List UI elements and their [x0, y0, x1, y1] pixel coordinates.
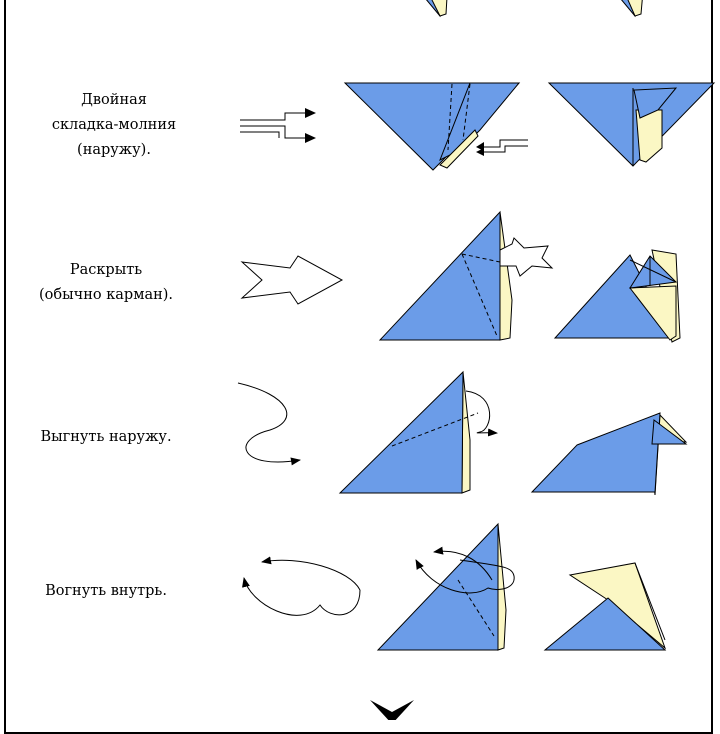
- triangle-open-after: [553, 249, 681, 343]
- small-zigzag-arrow-icon: [476, 139, 528, 156]
- zigzag-arrow-icon: [240, 108, 316, 143]
- triangle-open-before: [378, 210, 554, 341]
- open-hand-arrow-icon: [499, 237, 554, 277]
- top-partial-diagrams: [426, 0, 643, 18]
- triangle-zigzag-after: [547, 82, 716, 167]
- step-label-reverse-out: Выгнуть наружу.: [6, 425, 206, 450]
- step-label-double-zigzag: Двойная складка-молния (наружу).: [14, 88, 214, 163]
- label-line: Выгнуть наружу.: [40, 429, 172, 445]
- outline-arrow-icon: [240, 255, 344, 305]
- shape-reverse-in-after: [543, 562, 667, 651]
- label-line: (обычно карман).: [38, 287, 174, 303]
- loop-arrow-icon: [242, 556, 361, 616]
- triangle-zigzag-before: [343, 82, 528, 171]
- down-arrow-icon: [370, 700, 414, 720]
- curvy-arrow-icon: [237, 382, 301, 466]
- label-line: (наружу).: [77, 142, 151, 158]
- triangle-reverse-in-before: [376, 522, 515, 651]
- label-line: складка-молния: [51, 117, 177, 133]
- label-line: Раскрыть: [69, 262, 143, 278]
- label-line: Двойная: [81, 92, 147, 108]
- label-line: Вогнуть внутрь.: [45, 583, 167, 599]
- step-label-open: Раскрыть (обычно карман).: [6, 258, 206, 308]
- shape-reverse-out-after: [530, 412, 688, 496]
- step-label-reverse-in: Вогнуть внутрь.: [6, 579, 206, 604]
- triangle-reverse-out-before: [338, 370, 498, 494]
